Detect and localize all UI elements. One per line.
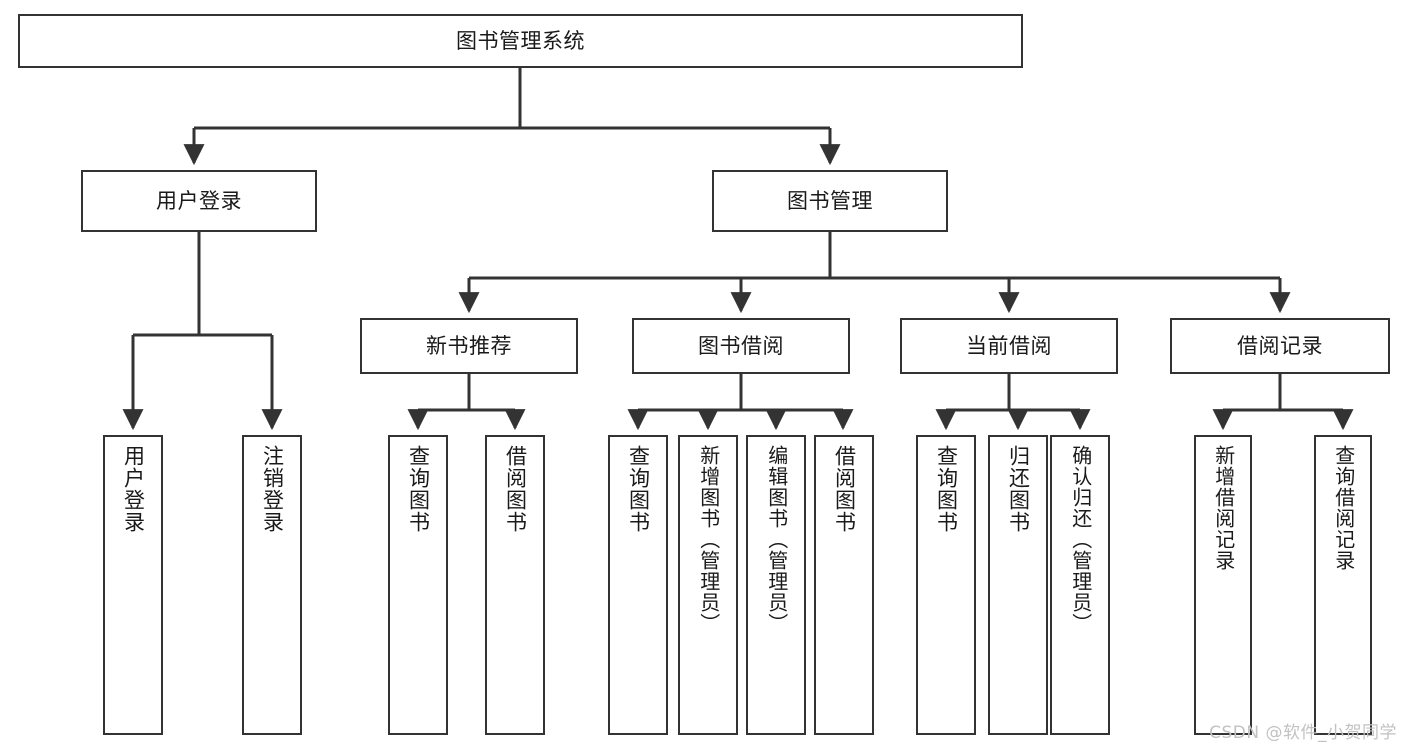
leaf-borrow-book-label: 借阅图书 bbox=[832, 445, 857, 533]
leaf-query-book-recommend[interactable]: 查询图书 bbox=[388, 435, 448, 735]
leaf-confirm-return-admin[interactable]: 确认归还（管理员） bbox=[1050, 435, 1110, 735]
leaf-query-book-current-label: 查询图书 bbox=[934, 445, 959, 533]
leaf-edit-book-admin-label: 编辑图书（管理员） bbox=[764, 445, 789, 634]
node-root[interactable]: 图书管理系统 bbox=[18, 14, 1023, 68]
leaf-query-book-borrow-label: 查询图书 bbox=[626, 445, 651, 533]
leaf-query-book-current[interactable]: 查询图书 bbox=[916, 435, 976, 735]
leaf-query-book-recommend-label: 查询图书 bbox=[406, 445, 431, 533]
leaf-confirm-return-admin-label: 确认归还（管理员） bbox=[1068, 445, 1093, 634]
leaf-add-book-admin-label: 新增图书（管理员） bbox=[696, 445, 721, 634]
node-new-book-recommend-label: 新书推荐 bbox=[426, 333, 512, 358]
node-borrow-record[interactable]: 借阅记录 bbox=[1170, 318, 1390, 374]
leaf-user-login[interactable]: 用户登录 bbox=[103, 435, 163, 735]
leaf-add-borrow-record-label: 新增借阅记录 bbox=[1211, 445, 1236, 571]
node-book-borrow[interactable]: 图书借阅 bbox=[632, 318, 850, 374]
leaf-return-book[interactable]: 归还图书 bbox=[988, 435, 1048, 735]
leaf-query-borrow-record[interactable]: 查询借阅记录 bbox=[1314, 435, 1372, 735]
node-current-borrow-label: 当前借阅 bbox=[966, 333, 1052, 358]
leaf-borrow-book-recommend[interactable]: 借阅图书 bbox=[485, 435, 545, 735]
leaf-logout[interactable]: 注销登录 bbox=[242, 435, 302, 735]
leaf-edit-book-admin[interactable]: 编辑图书（管理员） bbox=[746, 435, 806, 735]
leaf-logout-label: 注销登录 bbox=[260, 445, 285, 533]
node-user-login[interactable]: 用户登录 bbox=[81, 170, 317, 232]
node-borrow-record-label: 借阅记录 bbox=[1237, 333, 1323, 358]
node-current-borrow[interactable]: 当前借阅 bbox=[900, 318, 1118, 374]
node-root-label: 图书管理系统 bbox=[456, 28, 585, 53]
leaf-return-book-label: 归还图书 bbox=[1006, 445, 1031, 533]
node-book-management[interactable]: 图书管理 bbox=[712, 170, 948, 232]
node-user-login-label: 用户登录 bbox=[156, 188, 242, 213]
node-book-borrow-label: 图书借阅 bbox=[698, 333, 784, 358]
leaf-add-book-admin[interactable]: 新增图书（管理员） bbox=[678, 435, 738, 735]
leaf-add-borrow-record[interactable]: 新增借阅记录 bbox=[1194, 435, 1252, 735]
leaf-query-book-borrow[interactable]: 查询图书 bbox=[608, 435, 668, 735]
leaf-user-login-label: 用户登录 bbox=[121, 445, 146, 533]
leaf-borrow-book-recommend-label: 借阅图书 bbox=[503, 445, 528, 533]
node-new-book-recommend[interactable]: 新书推荐 bbox=[360, 318, 578, 374]
node-book-management-label: 图书管理 bbox=[787, 188, 873, 213]
leaf-query-borrow-record-label: 查询借阅记录 bbox=[1331, 445, 1356, 571]
leaf-borrow-book[interactable]: 借阅图书 bbox=[814, 435, 874, 735]
